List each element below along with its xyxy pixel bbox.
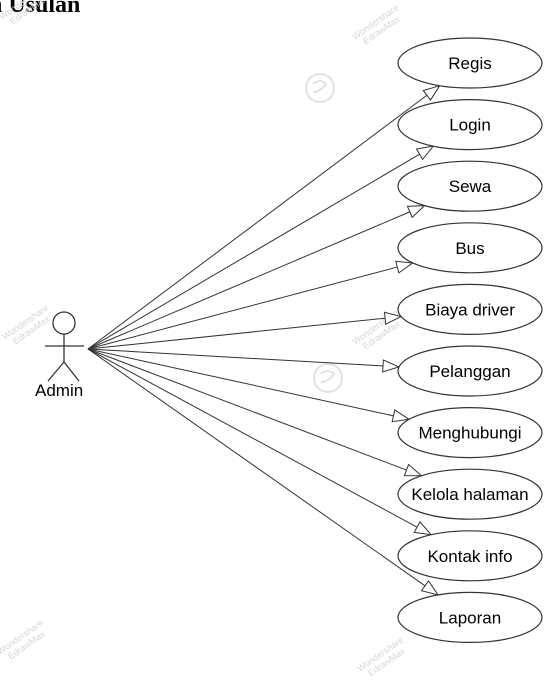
watermark-logo bbox=[305, 73, 335, 103]
arrowhead bbox=[391, 409, 411, 423]
arrowhead bbox=[406, 205, 426, 219]
watermark-layer: Wondershare EdrawMax Wondershare EdrawMa… bbox=[0, 0, 407, 679]
watermark: Wondershare EdrawMax bbox=[350, 3, 402, 47]
use-case-ellipse bbox=[397, 345, 543, 397]
actor-label: Admin bbox=[35, 381, 83, 400]
arrowhead bbox=[382, 359, 401, 373]
association-pelanggan bbox=[87, 348, 401, 373]
association-laporan bbox=[87, 348, 440, 596]
association-biaya-driver bbox=[87, 311, 403, 350]
association-line bbox=[87, 153, 420, 350]
use-case-label: Laporan bbox=[439, 608, 501, 627]
watermark: Wondershare EdrawMax bbox=[0, 303, 52, 347]
use-case-kelola-halaman[interactable]: Kelola halaman bbox=[397, 468, 543, 520]
actor-right-leg bbox=[63, 361, 80, 382]
use-case-login[interactable]: Login bbox=[397, 98, 543, 151]
association-regis bbox=[87, 84, 441, 350]
arrowhead bbox=[413, 520, 433, 536]
arrowhead bbox=[415, 145, 435, 161]
association-line bbox=[87, 348, 426, 587]
use-case-sewa[interactable]: Sewa bbox=[397, 160, 543, 212]
use-case-label: Biaya driver bbox=[425, 300, 515, 319]
association-login bbox=[87, 145, 435, 350]
use-case-ellipse bbox=[397, 407, 543, 459]
association-line bbox=[87, 94, 428, 350]
association-kontak-info bbox=[87, 348, 433, 536]
association-sewa bbox=[87, 205, 426, 350]
use-case-label: Login bbox=[449, 116, 491, 135]
association-bus bbox=[87, 260, 415, 350]
watermark: Wondershare EdrawMax bbox=[0, 618, 47, 662]
use-case-menghubungi[interactable]: Menghubungi bbox=[397, 407, 543, 459]
arrowhead bbox=[422, 84, 441, 101]
use-case-kontak-info[interactable]: Kontak info bbox=[397, 530, 543, 582]
use-case-ellipse bbox=[397, 160, 543, 212]
association-line bbox=[87, 266, 398, 350]
use-case-ellipse bbox=[397, 530, 543, 582]
use-case-label: Bus bbox=[455, 239, 484, 258]
association-line bbox=[87, 348, 407, 471]
use-case-label: Menghubungi bbox=[418, 424, 521, 443]
page-title: n Usulan bbox=[0, 0, 81, 18]
watermark: Wondershare EdrawMax bbox=[350, 308, 402, 352]
use-case-pelanggan[interactable]: Pelanggan bbox=[397, 345, 543, 397]
actor-head bbox=[52, 311, 76, 335]
association-line bbox=[87, 348, 394, 417]
watermark: Wondershare EdrawMax bbox=[0, 0, 49, 26]
actor-left-leg bbox=[47, 361, 65, 382]
use-case-label: Kontak info bbox=[427, 547, 512, 566]
association-line bbox=[87, 348, 418, 528]
use-case-ellipse bbox=[397, 468, 543, 520]
association-kelola-halaman bbox=[87, 348, 423, 477]
use-case-ellipse bbox=[397, 98, 543, 151]
arrowhead bbox=[403, 463, 423, 477]
association-menghubungi bbox=[87, 348, 411, 423]
association-line bbox=[87, 317, 386, 350]
use-case-label: Pelanggan bbox=[429, 362, 510, 381]
watermark: Wondershare EdrawMax bbox=[355, 635, 407, 679]
use-case-bus[interactable]: Bus bbox=[397, 222, 543, 274]
use-case-biaya-driver[interactable]: Biaya driver bbox=[397, 283, 543, 335]
use-case-ellipse bbox=[397, 283, 543, 335]
association-layer bbox=[87, 84, 441, 596]
use-case-ellipse bbox=[397, 222, 543, 274]
use-case-ellipse bbox=[397, 37, 543, 89]
arrowhead bbox=[420, 580, 440, 596]
use-case-label: Regis bbox=[448, 54, 491, 73]
association-line bbox=[87, 211, 410, 350]
use-case-label: Kelola halaman bbox=[411, 485, 528, 504]
use-case-laporan[interactable]: Laporan bbox=[397, 591, 543, 644]
use-case-label: Sewa bbox=[449, 177, 492, 196]
watermark-logo bbox=[313, 363, 343, 393]
arrowhead bbox=[383, 311, 403, 325]
use-case-ellipse bbox=[397, 591, 543, 644]
actor-admin[interactable]: Admin bbox=[35, 311, 84, 400]
arrowhead bbox=[395, 260, 415, 274]
association-line bbox=[87, 348, 384, 367]
use-case-regis[interactable]: Regis bbox=[397, 37, 543, 89]
